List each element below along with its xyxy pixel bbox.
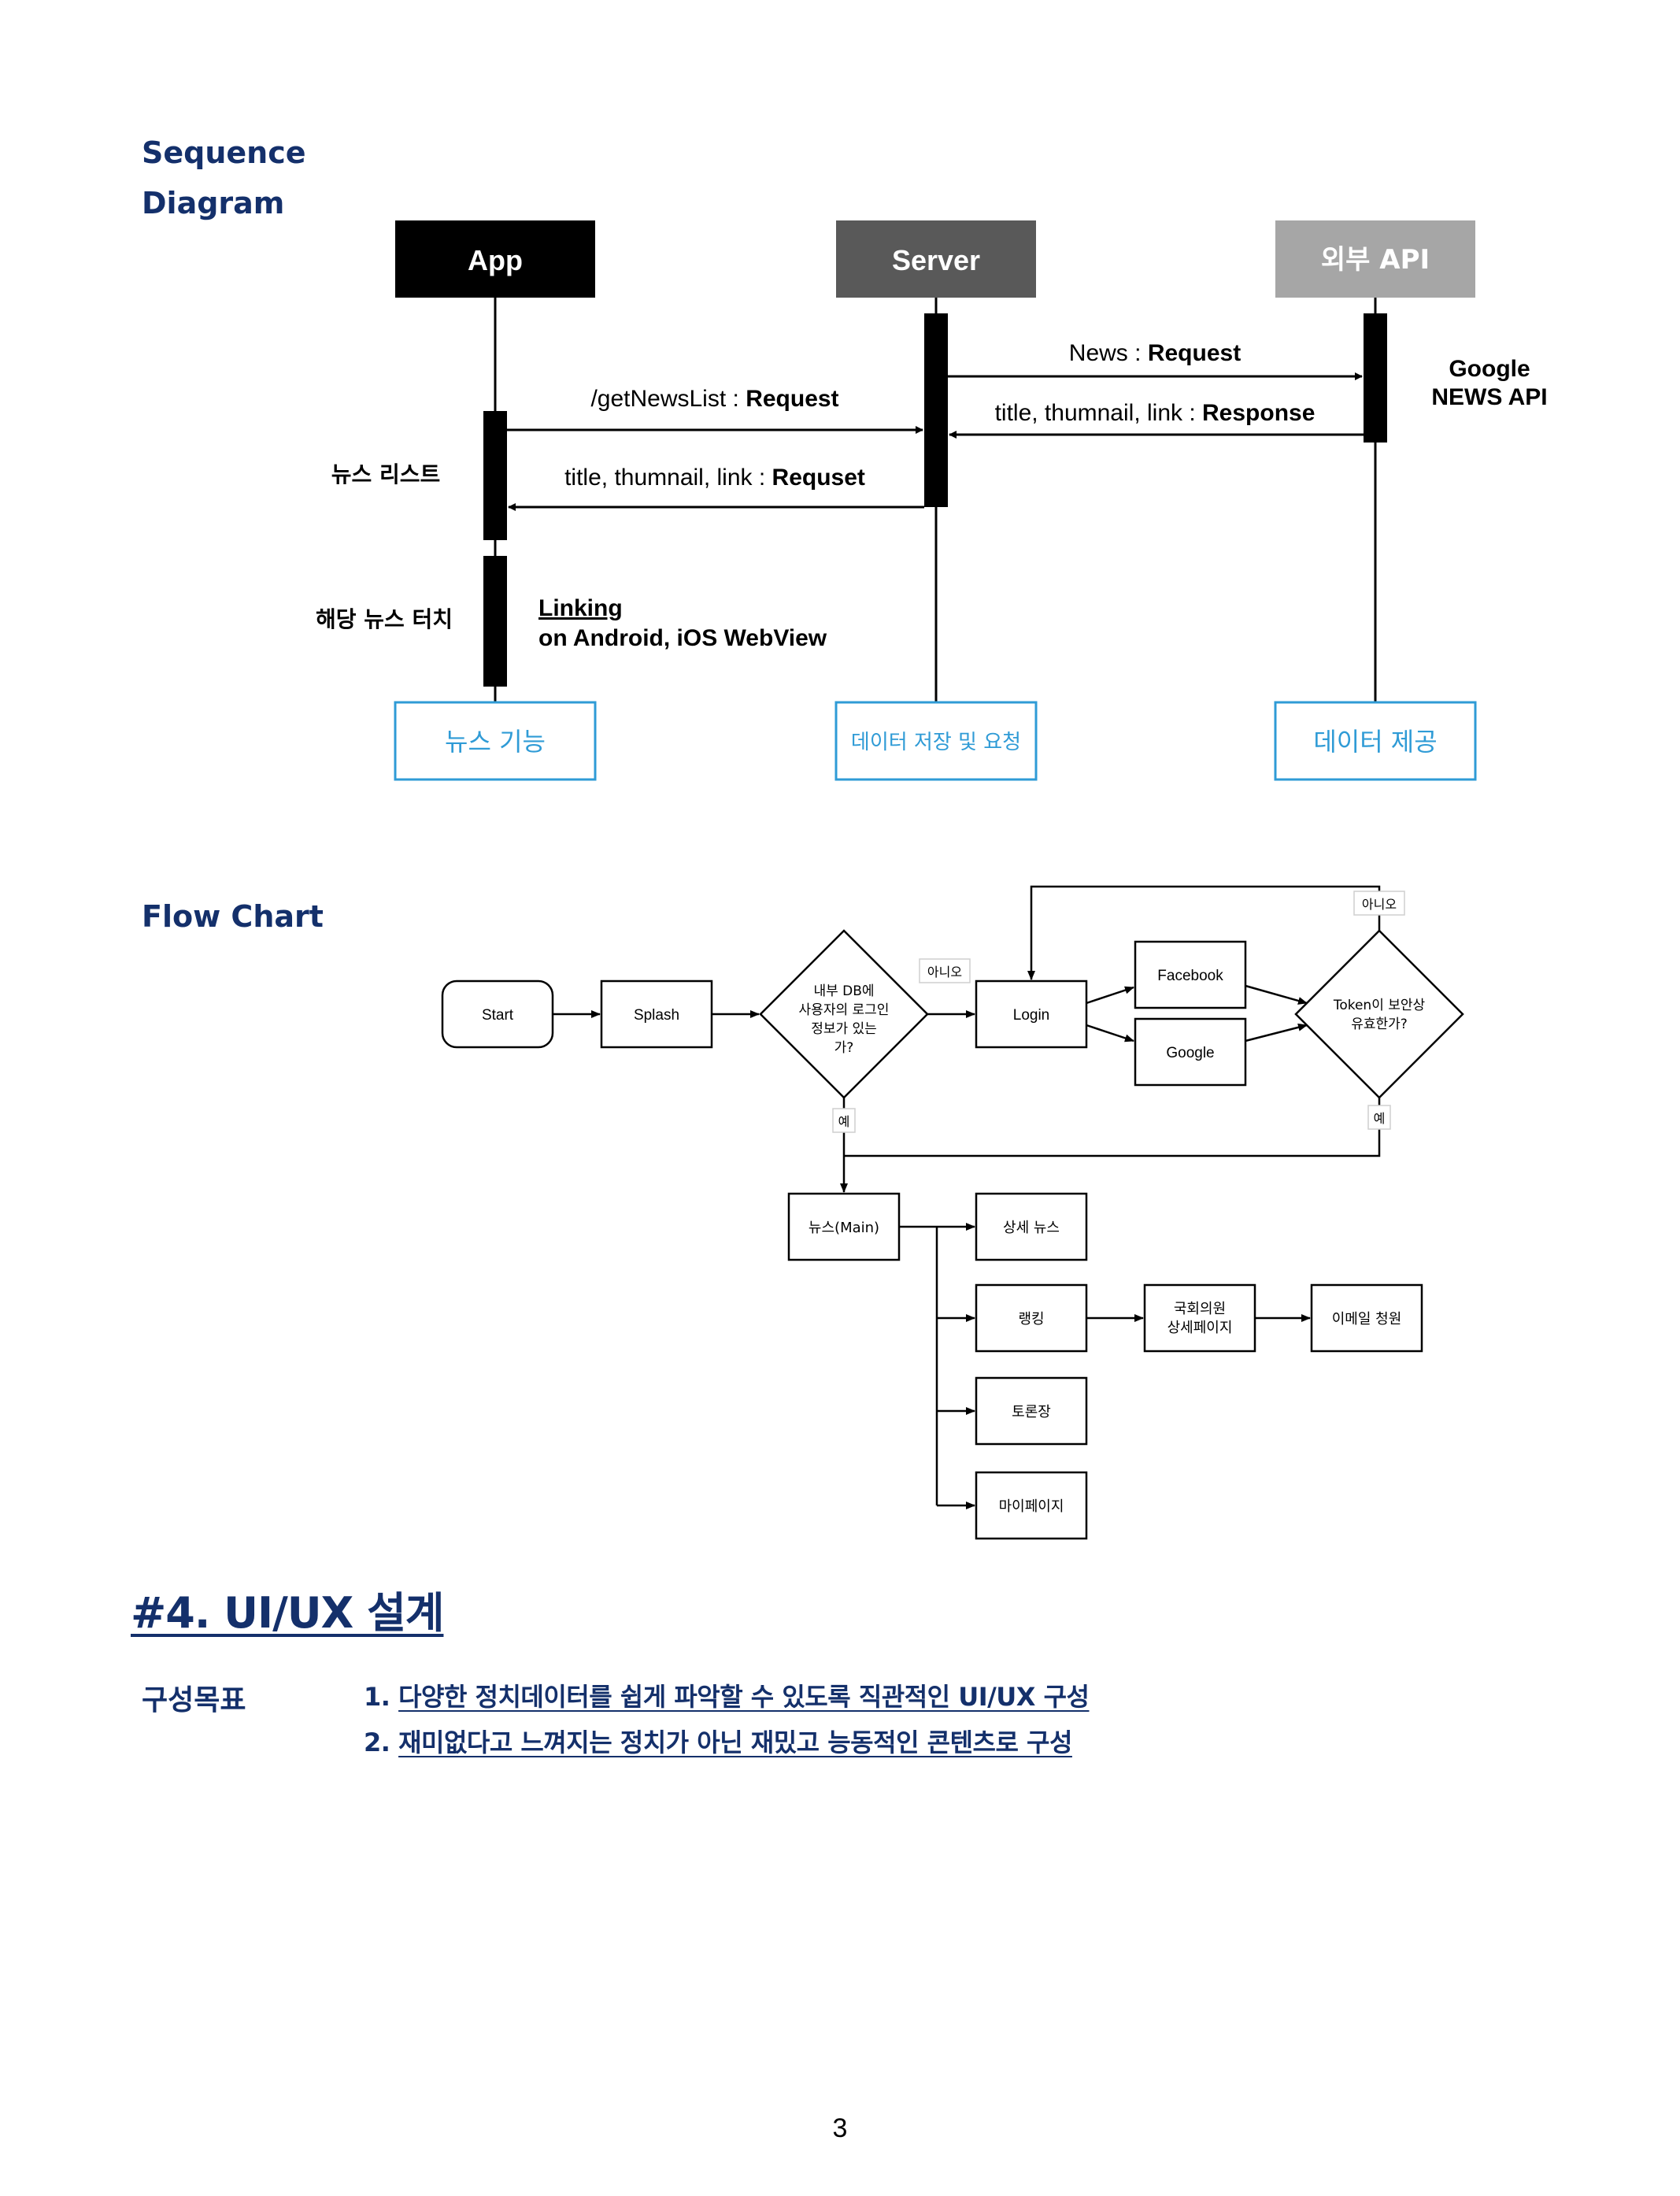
main-node bbox=[787, 1192, 901, 1261]
decision-token-line2: 유효한가? bbox=[1351, 1017, 1408, 1032]
main-label: 뉴스(Main) bbox=[809, 1220, 879, 1236]
sequence-label-line1: Sequence bbox=[142, 135, 306, 170]
decision-token-line1: Token이 보안상 bbox=[1333, 998, 1426, 1013]
debate-label: 토론장 bbox=[1012, 1404, 1051, 1420]
server-activation bbox=[924, 313, 948, 507]
external-bottom-box bbox=[1274, 701, 1477, 781]
edge-token-no-login bbox=[1027, 885, 1381, 980]
flow-chart-label: Flow Chart bbox=[142, 899, 324, 934]
yes1-tag-bg bbox=[832, 1108, 856, 1133]
external-api-actor-label: 외부 API bbox=[1321, 244, 1430, 276]
mypage-label: 마이페이지 bbox=[999, 1498, 1064, 1515]
news-request-label: News : Request bbox=[1069, 340, 1241, 366]
reply-label: title, thumnail, link : Requset bbox=[564, 465, 865, 491]
app-actor-box bbox=[395, 220, 595, 298]
app-actor-label: App bbox=[468, 244, 523, 276]
google-label: Google bbox=[1166, 1045, 1214, 1061]
decision-db-line2: 사용자의 로그인 bbox=[799, 1002, 890, 1018]
linking-label: Linking bbox=[538, 595, 623, 621]
yes1-tag: 예 bbox=[838, 1114, 850, 1129]
ranking-node bbox=[975, 1283, 1088, 1353]
goal-list: 1. 다양한 정치데이터를 쉽게 파악할 수 있도록 직관적인 UI/UX 구성… bbox=[364, 1674, 1090, 1765]
decision-token-node bbox=[1294, 929, 1464, 1099]
decision-db-line4: 가? bbox=[834, 1040, 854, 1056]
no2-tag-bg bbox=[1353, 891, 1405, 916]
google-node bbox=[1134, 1017, 1247, 1087]
detail-news-label: 상세 뉴스 bbox=[1003, 1220, 1060, 1236]
goal-number: 2. bbox=[364, 1728, 390, 1757]
debate-node bbox=[975, 1376, 1088, 1446]
member-detail-label-1: 국회의원 bbox=[1174, 1301, 1226, 1317]
no1-tag: 아니오 bbox=[927, 965, 962, 979]
splash-node bbox=[600, 979, 713, 1049]
app-activation-touch bbox=[483, 556, 507, 687]
goal-number: 1. bbox=[364, 1682, 390, 1712]
decision-db-line3: 정보가 있는 bbox=[811, 1021, 877, 1037]
edge-token-yes-main bbox=[844, 1098, 1381, 1157]
splash-label: Splash bbox=[634, 1007, 679, 1024]
side-label-news-list: 뉴스 리스트 bbox=[331, 461, 441, 487]
goal-text-link[interactable]: 재미없다고 느껴지는 정치가 아닌 재밌고 능동적인 콘텐츠로 구성 bbox=[398, 1728, 1072, 1757]
page-number: 3 bbox=[832, 2113, 848, 2143]
server-bottom-label: 데이터 저장 및 요청 bbox=[851, 731, 1021, 754]
yes2-tag-bg bbox=[1367, 1105, 1391, 1130]
goal-item-1: 1. 다양한 정치데이터를 쉽게 파악할 수 있도록 직관적인 UI/UX 구성 bbox=[364, 1674, 1090, 1720]
email-label: 이메일 청원 bbox=[1332, 1311, 1402, 1328]
edge-google-token bbox=[1245, 1023, 1308, 1042]
goal-text-link[interactable]: 다양한 정치데이터를 쉽게 파악할 수 있도록 직관적인 UI/UX 구성 bbox=[398, 1682, 1090, 1712]
goal-label: 구성목표 bbox=[142, 1684, 246, 1716]
goal-item-2: 2. 재미없다고 느껴지는 정치가 아닌 재밌고 능동적인 콘텐츠로 구성 bbox=[364, 1720, 1089, 1765]
external-activation bbox=[1364, 313, 1387, 443]
sequence-diagram-label: Sequence Diagram bbox=[142, 128, 306, 228]
email-node bbox=[1310, 1283, 1423, 1353]
start-label: Start bbox=[482, 1007, 514, 1024]
detail-news-node bbox=[975, 1192, 1088, 1261]
side-label-touch: 해당 뉴스 터치 bbox=[316, 606, 453, 632]
mypage-node bbox=[975, 1471, 1088, 1540]
edge-facebook-token bbox=[1245, 984, 1308, 1005]
login-node bbox=[975, 979, 1088, 1049]
sequence-label-line2: Diagram bbox=[142, 186, 285, 220]
ranking-label: 랭킹 bbox=[1018, 1311, 1044, 1328]
linking-subtitle: on Android, iOS WebView bbox=[538, 625, 827, 651]
decision-db-line1: 내부 DB에 bbox=[813, 983, 874, 999]
member-detail-label-2: 상세페이지 bbox=[1167, 1320, 1233, 1336]
response-label: title, thumnail, link : Response bbox=[995, 400, 1316, 426]
google-news-api-line1: Google bbox=[1449, 356, 1530, 382]
app-bottom-label: 뉴스 기능 bbox=[445, 727, 546, 757]
no1-tag-bg bbox=[919, 958, 971, 983]
edge-login-google bbox=[1086, 1024, 1134, 1042]
external-bottom-label: 데이터 제공 bbox=[1313, 727, 1437, 757]
server-actor-box bbox=[836, 220, 1036, 298]
decision-db-node bbox=[759, 929, 929, 1099]
sequence-diagram: App Server 외부 API News : Request title, … bbox=[316, 220, 1548, 781]
login-label: Login bbox=[1013, 1007, 1050, 1024]
get-news-list-label: /getNewsList : Request bbox=[590, 386, 838, 412]
uiux-heading: #4. UI/UX 설계 bbox=[131, 1588, 444, 1638]
server-bottom-box bbox=[834, 701, 1038, 781]
yes2-tag: 예 bbox=[1374, 1111, 1386, 1126]
edge-login-facebook bbox=[1086, 986, 1134, 1005]
facebook-label: Facebook bbox=[1157, 968, 1223, 984]
facebook-node bbox=[1134, 940, 1247, 1009]
external-api-actor-box bbox=[1275, 220, 1475, 298]
app-activation-news-list bbox=[483, 411, 507, 540]
google-news-api-line2: NEWS API bbox=[1431, 384, 1547, 410]
no2-tag: 아니오 bbox=[1362, 897, 1397, 912]
server-actor-label: Server bbox=[892, 244, 980, 276]
start-node bbox=[441, 979, 554, 1049]
app-bottom-box bbox=[394, 701, 597, 781]
member-detail-node bbox=[1143, 1283, 1256, 1353]
